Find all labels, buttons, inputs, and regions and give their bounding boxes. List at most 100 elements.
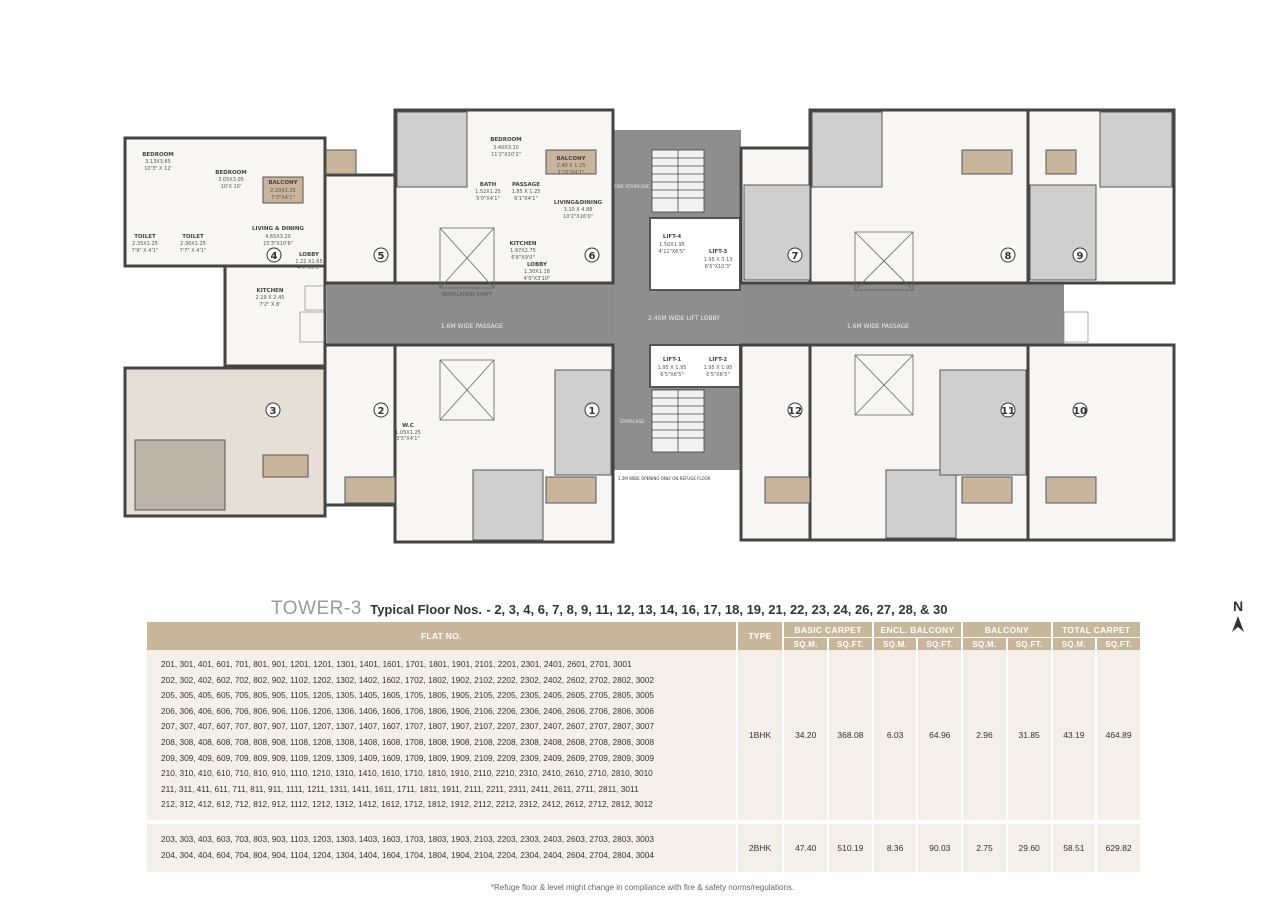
header-sqft: SQ.FT. bbox=[1097, 637, 1140, 650]
balcony-9 bbox=[1045, 149, 1077, 175]
room-dim-ft: 6'1"X4'1" bbox=[514, 196, 538, 202]
flat-line: 209, 309, 409, 609, 709, 809, 909, 1109,… bbox=[161, 752, 655, 763]
passage-left-label: 1.6M WIDE PASSAGE bbox=[441, 323, 503, 330]
north-letter: N bbox=[1232, 598, 1244, 614]
flat-number-1: 1 bbox=[589, 406, 596, 417]
total-sqm-cell: 43.19 bbox=[1052, 650, 1096, 820]
door-arc bbox=[304, 285, 326, 311]
flat-number-11: 11 bbox=[1001, 406, 1015, 417]
row-gap bbox=[147, 820, 1140, 824]
bedroom-fill bbox=[472, 469, 544, 541]
room-dim: 2.40 X 1.25 bbox=[557, 163, 586, 169]
flat-block-4-lower bbox=[223, 264, 327, 368]
balcony-6 bbox=[545, 149, 597, 175]
lift-dim-ft: 6'5"X6'5" bbox=[660, 372, 684, 378]
room-dim: 2.19 X 2.45 bbox=[256, 295, 285, 301]
room-dim-ft: 10'2"X16'0" bbox=[563, 214, 593, 220]
room-dim-ft: 10'X 10' bbox=[221, 184, 242, 190]
flat-number-4: 4 bbox=[271, 251, 278, 262]
flat-number-markers bbox=[265, 247, 1088, 418]
bedroom-fill bbox=[396, 111, 468, 188]
room-dim: 1.97X2.75 bbox=[510, 248, 536, 254]
room-dim: 1.30X1.18 bbox=[524, 269, 550, 275]
room-name: BALCONY bbox=[268, 180, 298, 186]
room-dim: 1.22 X1.65 bbox=[295, 259, 322, 265]
balcony-sqm-cell: 2.96 bbox=[963, 650, 1006, 820]
refuge-note: 1.2M WIDE OPENING ONLY ON REFUGE FLOOR bbox=[618, 476, 711, 481]
room-dim-ft: 7'9" X 4'1" bbox=[132, 248, 159, 254]
lift-dim-ft: 6'5"X6'5" bbox=[706, 372, 730, 378]
lift-dim: 1.95 X 3.13 bbox=[704, 257, 733, 263]
header-basic-carpet: BASIC CARPET bbox=[784, 622, 872, 637]
flat-number-6: 6 bbox=[589, 251, 596, 262]
table-row: 201, 301, 401, 601, 701, 801, 901, 1201,… bbox=[147, 650, 1140, 820]
encl-sqft-cell: 90.03 bbox=[918, 824, 962, 872]
flat-line: 210, 310, 410, 610, 710, 810, 910, 1110,… bbox=[161, 768, 653, 779]
header-encl-balcony: ENCL. BALCONY bbox=[873, 622, 962, 637]
lift-dim: 1.50X1.95 bbox=[659, 242, 685, 248]
floor-label: Typical Floor Nos. bbox=[370, 602, 482, 617]
flat-number-7: 7 bbox=[792, 251, 799, 262]
flat-numbers-cell: 201, 301, 401, 601, 701, 801, 901, 1201,… bbox=[147, 650, 736, 820]
flat-number-8: 8 bbox=[1005, 251, 1012, 262]
room-dim-ft: 3'5"X4'1" bbox=[396, 436, 420, 442]
balcony-sqft-cell: 31.85 bbox=[1007, 650, 1051, 820]
room-dim-ft: 15'3"X10'6" bbox=[263, 241, 293, 247]
room-name: KITCHEN bbox=[256, 288, 283, 294]
bedroom-fill bbox=[885, 469, 957, 539]
room-dim-ft: 7'2" X 8' bbox=[259, 302, 280, 308]
lift-name: LIFT-1 bbox=[663, 357, 682, 363]
room-dim: 3.10 X 4.88 bbox=[564, 207, 593, 213]
tower-heading: TOWER-3 Typical Floor Nos. - 2, 3, 4, 6,… bbox=[271, 598, 948, 620]
balcony-sqm-cell: 2.75 bbox=[963, 824, 1006, 872]
door-arc bbox=[1063, 311, 1089, 343]
encl-sqft-cell: 64.96 bbox=[918, 650, 962, 820]
lift-dim-ft: 6'5"X10'3" bbox=[705, 264, 732, 270]
room-dim: 3.13X3.65 bbox=[145, 159, 171, 165]
floor-plan: 1.6M WIDE PASSAGE 2.45M WIDE LIFT LOBBY … bbox=[123, 108, 1176, 544]
balcony-1 bbox=[545, 476, 597, 504]
lift-name: LIFT-2 bbox=[709, 357, 728, 363]
door-arc bbox=[299, 311, 325, 343]
room-dim-ft: 10'3" X 12' bbox=[144, 166, 172, 172]
living-fill bbox=[743, 184, 811, 281]
lift-dim: 1.95 X 1.95 bbox=[658, 365, 687, 371]
balcony-5 bbox=[325, 149, 357, 175]
living-fill bbox=[554, 369, 612, 476]
flat-number-12: 12 bbox=[788, 406, 802, 417]
lift-name: LIFT-4 bbox=[663, 234, 682, 240]
room-dim-ft: 7'3"X4'1" bbox=[271, 195, 295, 201]
flat-number-2: 2 bbox=[378, 406, 385, 417]
bedroom-fill bbox=[811, 111, 883, 188]
balcony-10 bbox=[1045, 476, 1097, 504]
room-dim: 1.85 X 1.25 bbox=[512, 189, 541, 195]
lift-name: LIFT-3 bbox=[709, 249, 728, 255]
staircase-label: STAIRCASE bbox=[620, 419, 645, 425]
room-name: TOILET bbox=[182, 234, 204, 240]
bedroom-fill bbox=[1099, 111, 1173, 188]
header-flat-no: FLAT NO. bbox=[147, 622, 736, 650]
balcony-2 bbox=[344, 476, 396, 504]
flat-block-10 bbox=[1026, 343, 1176, 542]
room-dim: 1.52X1.25 bbox=[475, 189, 501, 195]
basic-sqm-cell: 34.20 bbox=[784, 650, 828, 820]
room-dim: 2.35X1.25 bbox=[132, 241, 158, 247]
room-name: W.C bbox=[402, 423, 414, 429]
room-dim-ft: 7'10"X4'1" bbox=[558, 170, 585, 176]
flat-area-table: FLAT NO. TYPE BASIC CARPET ENCL. BALCONY… bbox=[145, 622, 1142, 872]
balcony-12 bbox=[764, 476, 811, 504]
header-type: TYPE bbox=[737, 622, 783, 650]
total-sqft-cell: 464.89 bbox=[1097, 650, 1140, 820]
room-dim: 2.20X1.25 bbox=[270, 188, 296, 194]
living-fill bbox=[939, 369, 1027, 476]
total-sqm-cell: 58.51 bbox=[1052, 824, 1096, 872]
room-name: LIVING&DINING bbox=[554, 200, 603, 206]
room-dim: 3.05X3.05 bbox=[218, 177, 244, 183]
flat-numbers-cell: 203, 303, 403, 603, 703, 803, 903, 1103,… bbox=[147, 824, 736, 872]
footnote: *Refuge floor & level might change in co… bbox=[490, 883, 795, 892]
header-sqft: SQ.FT. bbox=[1007, 637, 1051, 650]
flat-line: 201, 301, 401, 601, 701, 801, 901, 1201,… bbox=[161, 659, 632, 670]
room-name: LIVING & DINING bbox=[252, 226, 304, 232]
basic-sqm-cell: 47.40 bbox=[784, 824, 828, 872]
flat-line: 208, 308, 408, 608, 708, 808, 908, 1108,… bbox=[161, 737, 655, 747]
